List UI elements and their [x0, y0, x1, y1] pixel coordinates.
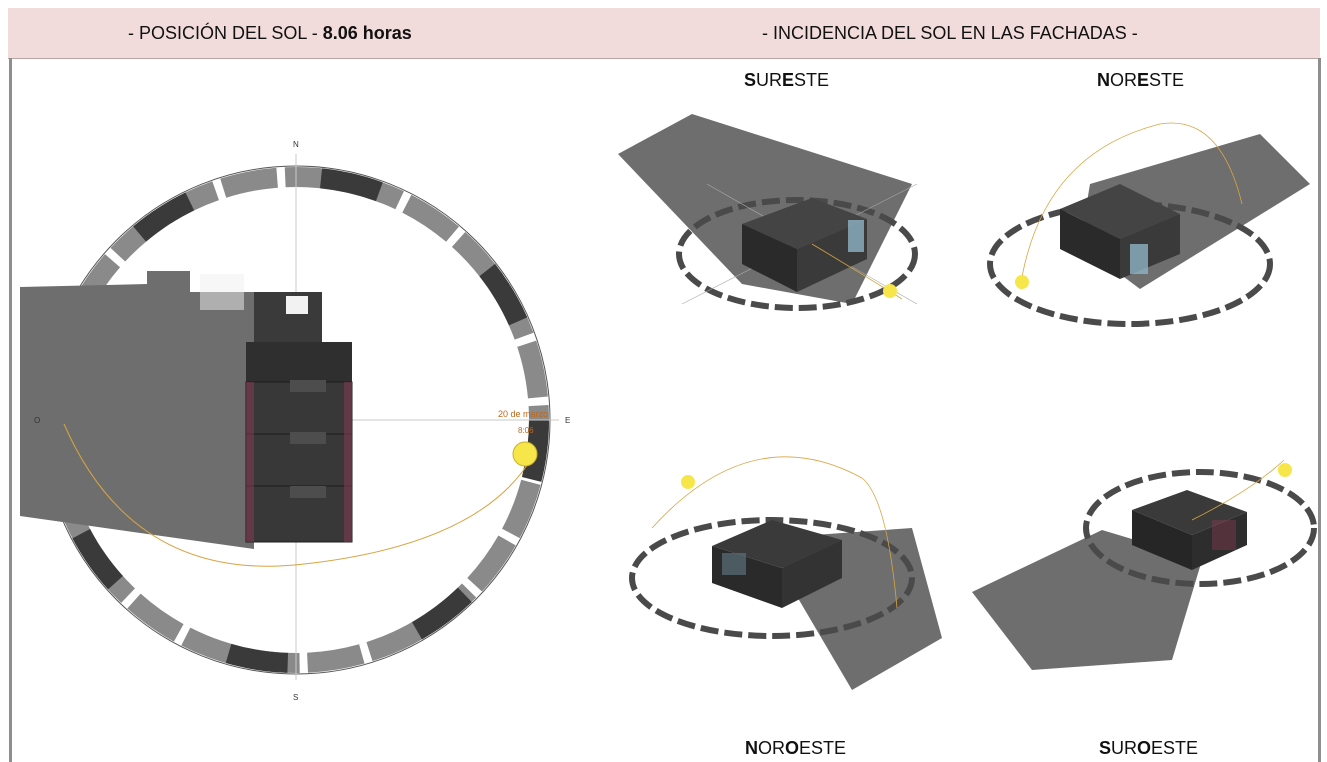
noreste-building: [1060, 184, 1180, 279]
noroeste-sun-icon: [681, 475, 695, 489]
sureste-compass-ring: [676, 197, 918, 311]
sun-position-prefix: - POSICIÓN DEL SOL -: [128, 23, 323, 43]
noroeste-3d-view: [629, 456, 942, 690]
compass-south-label: S: [293, 693, 298, 702]
sun-icon: [512, 441, 538, 467]
sun-date-label: 20 de marzo: [498, 409, 548, 419]
roof-courtyard-shadow: [200, 274, 244, 310]
suroeste-building: [1132, 490, 1247, 570]
view-label-sureste: SURESTE: [744, 70, 830, 90]
facade-incidence-title: - INCIDENCIA DEL SOL EN LAS FACHADAS -: [762, 23, 1138, 43]
building-shadow: [20, 271, 254, 549]
noreste-sun-path: [1019, 122, 1243, 290]
sun-position-title: - POSICIÓN DEL SOL - 8.06 horas: [128, 23, 412, 44]
suroeste-shadow: [972, 530, 1202, 670]
view-label-noroeste: NOROESTE: [745, 738, 847, 758]
compass-east-label: E: [565, 416, 570, 425]
noreste-sun-icon: [1015, 275, 1029, 289]
noreste-3d-view: [987, 122, 1310, 327]
view-label-noreste: NORESTE: [1097, 70, 1185, 90]
header-band: - POSICIÓN DEL SOL - 8.06 horas - INCIDE…: [8, 8, 1320, 59]
sun-time-label: 8:06: [518, 426, 534, 435]
view-label-suroeste: SUROESTE: [1099, 738, 1199, 758]
noroeste-sun-path: [651, 456, 898, 609]
sun-position-hour: 8.06 horas: [322, 23, 412, 43]
sureste-sun-icon: [883, 284, 897, 298]
frame-left-border: [9, 58, 12, 762]
compass-west-label: O: [34, 416, 40, 425]
suroeste-compass-ring: [1083, 469, 1317, 587]
frame-right-border: [1318, 58, 1321, 762]
compass-north-label: N: [293, 140, 299, 149]
suroeste-3d-view: [972, 459, 1317, 670]
building-plan: [245, 292, 353, 543]
suroeste-sun-icon: [1278, 463, 1292, 477]
sureste-building: [742, 198, 867, 292]
noroeste-building: [712, 520, 842, 608]
sun-path-arc: [63, 423, 535, 567]
sun-position-plan: 20 de marzo 8:06 N S E O: [20, 140, 570, 702]
sureste-3d-view: [618, 114, 918, 311]
